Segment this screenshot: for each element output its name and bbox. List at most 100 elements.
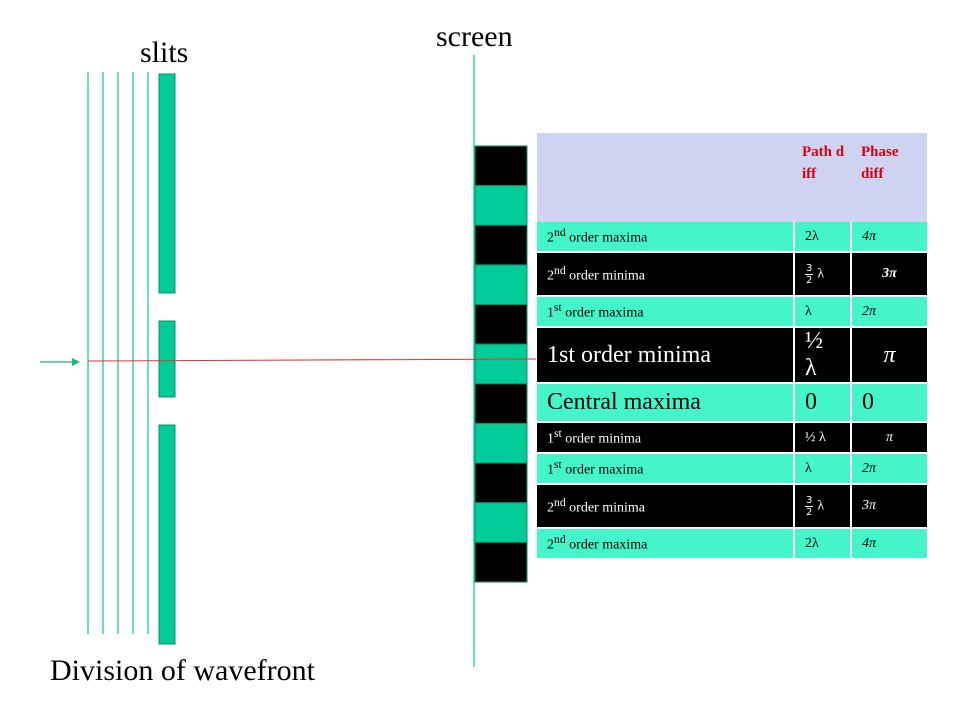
- fraction-denominator: 2: [806, 506, 813, 518]
- path-diff-value: λ: [805, 460, 812, 476]
- row-text: 1st order minima: [547, 341, 711, 368]
- bright-fringe: [474, 422, 528, 464]
- order-suffix: nd: [554, 226, 566, 240]
- path-diff-value: 2λ: [805, 228, 819, 244]
- order-number: 1: [547, 431, 554, 447]
- path-diff-value: ½ λ: [805, 328, 823, 381]
- slits-label: slits: [140, 36, 189, 69]
- bright-fringe: [474, 264, 528, 306]
- path-diff-cell: λ: [793, 296, 851, 328]
- row-text: order maxima: [565, 230, 648, 246]
- header-path-diff: Path diff: [794, 133, 851, 222]
- order-suffix: st: [554, 427, 562, 441]
- order-suffix: st: [554, 458, 562, 472]
- order-number: 1: [547, 305, 554, 321]
- phase-diff-cell: 4π: [850, 528, 927, 560]
- path-diff-cell: ½ λ: [793, 327, 851, 384]
- row-text: order maxima: [561, 462, 644, 478]
- order-number: 1: [547, 462, 554, 478]
- order-number: 2: [547, 230, 554, 246]
- wavefronts: [87, 72, 149, 634]
- path-diff-value: 0: [805, 389, 817, 415]
- row-label: 2nd order minima: [537, 252, 794, 297]
- division-label: Division of wavefront: [50, 654, 315, 687]
- path-diff-value: ½ λ: [805, 429, 826, 445]
- table-header: Path diff Phase diff: [537, 133, 927, 222]
- slit-barrier: [158, 73, 176, 645]
- path-diff-value: 2λ: [805, 535, 819, 551]
- table-row: 1st order minima ½ λ π: [537, 327, 927, 384]
- row-text: order maxima: [561, 305, 644, 321]
- order-suffix: nd: [554, 533, 566, 547]
- row-label: Central maxima: [537, 383, 794, 423]
- dark-fringe: [474, 383, 528, 424]
- dark-fringe: [474, 224, 528, 266]
- table-row: 2nd order maxima 2λ 4π: [537, 528, 927, 560]
- phase-diff-cell: 0: [850, 383, 927, 423]
- fraction-numerator: 3: [805, 494, 814, 507]
- row-label: 1st order minima: [537, 327, 794, 384]
- phase-diff-cell: 3π: [850, 252, 927, 297]
- path-diff-value: λ: [817, 498, 825, 514]
- phase-diff-cell: 3π: [850, 484, 927, 529]
- row-text: order maxima: [565, 537, 648, 553]
- row-label: 2nd order maxima: [537, 528, 794, 560]
- central-ray: [87, 358, 537, 362]
- bright-fringe: [474, 502, 528, 543]
- row-label: 1st order maxima: [537, 296, 794, 328]
- header-empty-cell: [537, 133, 794, 222]
- row-text: Central maxima: [547, 389, 701, 415]
- phase-diff-cell: 2π: [850, 453, 927, 485]
- row-text: order minima: [565, 268, 645, 284]
- incident-arrow: [40, 358, 80, 366]
- table-row: Central maxima 0 0: [537, 383, 927, 423]
- screen-label: screen: [436, 20, 513, 53]
- phase-diff-cell: 4π: [850, 222, 927, 253]
- order-suffix: st: [554, 301, 562, 315]
- row-text: order minima: [561, 431, 642, 447]
- row-text: order minima: [565, 500, 645, 516]
- dark-fringe: [474, 541, 528, 583]
- row-label: 2nd order minima: [537, 484, 794, 529]
- barrier-bottom: [158, 424, 176, 645]
- order-suffix: nd: [554, 263, 566, 277]
- path-diff-cell: 2λ: [793, 222, 851, 253]
- order-number: 2: [547, 537, 554, 553]
- barrier-top: [158, 73, 176, 294]
- fringe-pattern: [474, 145, 528, 583]
- bright-fringe: [474, 185, 528, 226]
- row-label: 1st order minima: [537, 422, 794, 454]
- fraction-denominator: 2: [806, 274, 813, 286]
- path-diff-cell: ½ λ: [793, 422, 851, 454]
- row-label: 1st order maxima: [537, 453, 794, 485]
- path-diff-value: λ: [817, 266, 825, 282]
- header-phase-diff: Phase diff: [851, 133, 927, 222]
- path-diff-cell: λ: [793, 453, 851, 485]
- path-diff-value: λ: [805, 303, 812, 319]
- fraction-numerator: 3: [805, 262, 814, 275]
- row-label: 2nd order maxima: [537, 222, 794, 253]
- phase-diff-cell: π: [850, 327, 927, 384]
- dark-fringe: [474, 145, 528, 187]
- bright-fringe: [474, 343, 528, 385]
- path-diff-cell: 0: [793, 383, 851, 423]
- barrier-middle: [158, 320, 176, 398]
- order-number: 2: [547, 268, 554, 284]
- table-row: 1st order maxima λ 2π: [537, 296, 927, 328]
- order-number: 2: [547, 500, 554, 516]
- table-row: 2nd order maxima 2λ 4π: [537, 222, 927, 253]
- order-suffix: nd: [554, 495, 566, 509]
- dark-fringe: [474, 304, 528, 345]
- dark-fringe: [474, 462, 528, 504]
- path-diff-cell: 2λ: [793, 528, 851, 560]
- phase-diff-cell: 2π: [850, 296, 927, 328]
